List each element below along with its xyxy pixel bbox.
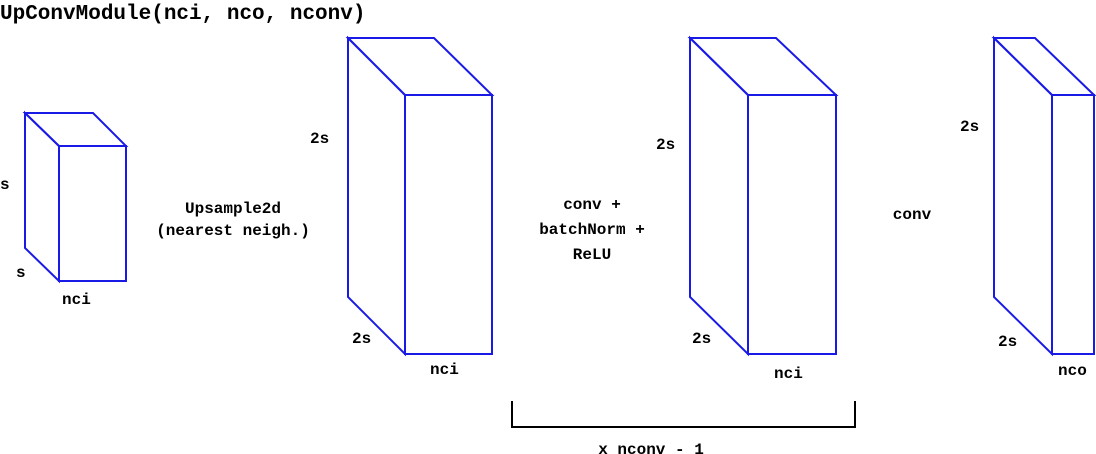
output-width-label: nco xyxy=(1058,362,1087,380)
final-conv-line-1: conv xyxy=(893,206,932,224)
diagram-title: UpConvModule(nci, nco, nconv) xyxy=(0,3,365,26)
conv-bn-relu-line-2: batchNorm + xyxy=(539,221,645,239)
input-block-side-face xyxy=(24,110,60,284)
input-block-top-face xyxy=(22,112,129,147)
output-block-front-face xyxy=(1051,94,1095,355)
conv-height-label: 2s xyxy=(656,136,675,154)
conv-bn-relu-operation: conv + batchNorm + ReLU xyxy=(539,196,645,264)
input-width-label: nci xyxy=(62,291,91,309)
input-block-front-face xyxy=(58,145,127,282)
upsampled-depth-label: 2s xyxy=(352,330,371,348)
conv-block-side-face xyxy=(689,35,749,357)
conv-bn-relu-line-3: ReLU xyxy=(573,246,611,264)
repeat-bracket: x nconv - 1 xyxy=(511,401,856,454)
input-height-label: s xyxy=(0,176,10,194)
output-depth-label: 2s xyxy=(998,333,1017,351)
upsample-operation: Upsample2d (nearest neigh.) xyxy=(156,200,310,240)
upsample-op-line-2: (nearest neigh.) xyxy=(156,222,310,240)
input-depth-label: s xyxy=(16,264,26,282)
repeat-label: x nconv - 1 xyxy=(598,441,704,454)
upsampled-height-label: 2s xyxy=(310,130,329,148)
upsampled-width-label: nci xyxy=(430,361,459,379)
upsampled-block-top-face xyxy=(345,37,495,96)
upsampled-block-front-face xyxy=(404,94,493,355)
upsampled-block: 2s 2s nci xyxy=(310,35,495,379)
upsample-op-line-1: Upsample2d xyxy=(185,200,281,218)
conv-block-top-face xyxy=(687,37,839,96)
conv-depth-label: 2s xyxy=(692,330,711,348)
repeat-bracket-line xyxy=(511,401,856,428)
output-height-label: 2s xyxy=(960,118,979,136)
input-block: s s nci xyxy=(0,110,129,309)
final-conv-operation: conv xyxy=(893,206,932,224)
output-block: 2s 2s nco xyxy=(960,35,1096,380)
output-block-side-face xyxy=(993,35,1053,357)
conv-block-front-face xyxy=(747,94,837,355)
conv-bn-relu-line-1: conv + xyxy=(563,196,621,214)
upsampled-block-side-face xyxy=(347,35,406,357)
conv-width-label: nci xyxy=(774,365,803,383)
conv-block: 2s 2s nci xyxy=(656,35,839,383)
